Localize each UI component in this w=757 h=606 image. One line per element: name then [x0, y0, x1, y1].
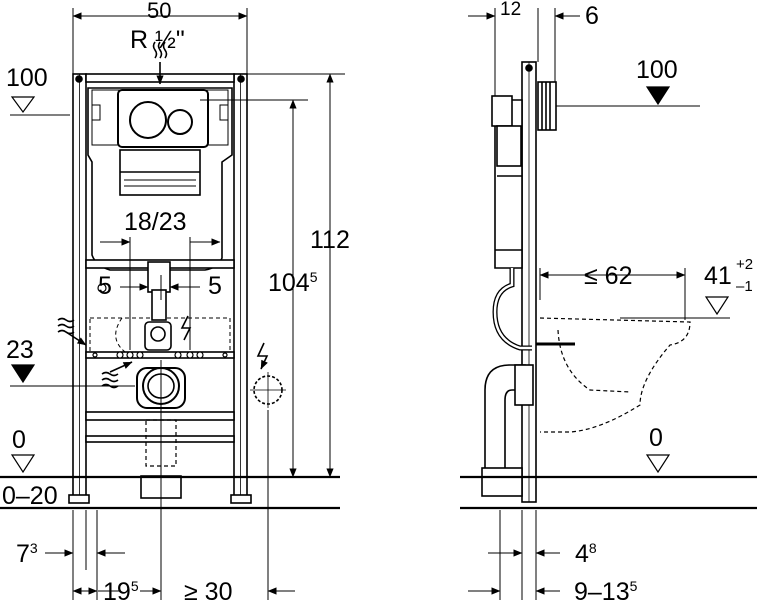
- front-dim-7: 73: [16, 540, 38, 568]
- side-level-100: 100: [636, 56, 678, 84]
- front-floor-range: 0–20: [2, 482, 58, 510]
- power-icon: [57, 41, 269, 389]
- side-level-41-tol-minus: –1: [736, 278, 753, 295]
- wc-bowl-icon: [539, 317, 691, 433]
- side-level-41-tol-plus: +2: [736, 256, 754, 273]
- front-width-label: 50: [147, 0, 172, 23]
- front-height-112: 112: [310, 226, 350, 254]
- side-level-markers: [645, 86, 730, 474]
- side-level-0: 0: [649, 424, 663, 452]
- level-marker-icon: [10, 96, 36, 474]
- front-spacing-5-left: 5: [98, 272, 112, 300]
- front-level-100: 100: [6, 64, 48, 92]
- front-spacing-18-23: 18/23: [124, 208, 187, 236]
- front-view: [68, 73, 286, 504]
- side-dim-6: 6: [585, 2, 599, 30]
- floor-lines-side: [460, 475, 757, 510]
- side-level-41: 41: [704, 262, 732, 290]
- front-dim-19: 195: [103, 578, 139, 606]
- side-dim-4: 48: [575, 540, 597, 568]
- front-level-0: 0: [12, 426, 26, 454]
- front-pipe-label: R ½": [130, 26, 185, 54]
- front-dim-30: ≥ 30: [184, 578, 233, 606]
- side-view: [481, 61, 691, 600]
- front-spacing-5-right: 5: [208, 272, 222, 300]
- side-dim-9-13: 9–135: [574, 578, 638, 606]
- side-dim-12: 12: [500, 0, 522, 20]
- front-height-104: 1045: [268, 269, 318, 297]
- side-dim-62: ≤ 62: [584, 262, 633, 290]
- front-level-23: 23: [6, 336, 34, 364]
